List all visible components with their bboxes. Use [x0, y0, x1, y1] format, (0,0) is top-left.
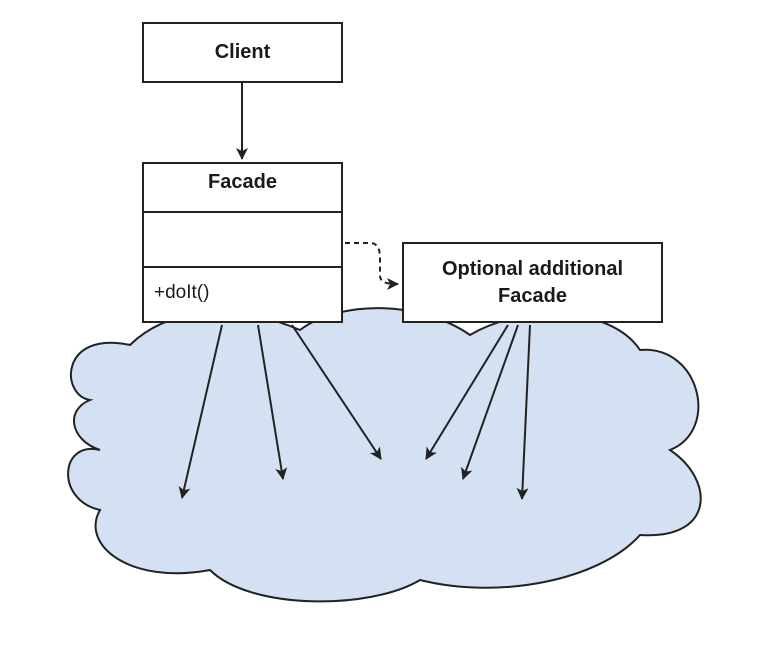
facade-method: +doIt() [154, 282, 210, 303]
facade-attributes-section [144, 213, 341, 268]
optional-to-subsystem-arrow-3 [516, 324, 531, 500]
optional-to-subsystem-arrow-2 [461, 324, 519, 480]
optional-facade-box: Optional additional Facade [402, 242, 663, 323]
client-label: Client [214, 41, 271, 63]
facade-to-subsystem-arrow-2 [257, 324, 288, 480]
facade-to-subsystem-arrow-3 [291, 324, 382, 460]
facade-to-subsystem-arrow-1 [178, 324, 223, 499]
facade-class-box: Facade +doIt() [142, 162, 343, 323]
facade-label: Facade [208, 171, 277, 193]
subsystem-cloud [67, 307, 702, 603]
facade-to-optional-dashed-arrow [345, 242, 399, 290]
optional-to-subsystem-arrow-1 [425, 324, 509, 460]
client-class-box: Client [142, 22, 343, 83]
optional-facade-label: Optional additional Facade [441, 257, 624, 307]
facade-title-section: Facade [144, 164, 341, 213]
